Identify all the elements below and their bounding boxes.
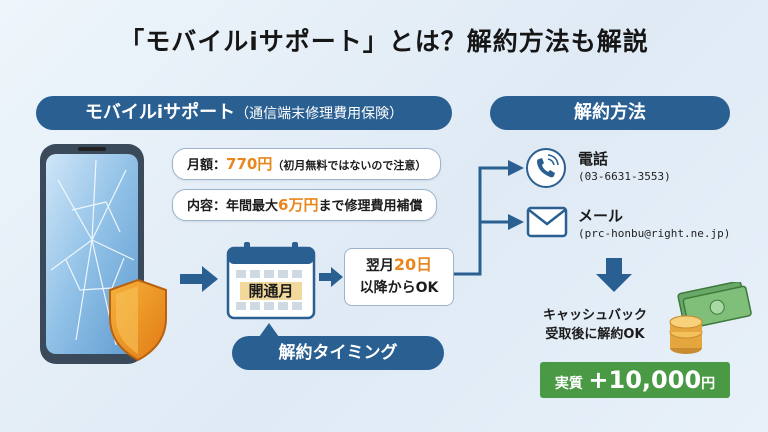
coverage-rest: まで修理費用補償: [318, 199, 423, 214]
cashback-line2: 受取後に解約OK: [545, 327, 645, 342]
page-title: 「モバイルiサポート」とは？解約方法も解説: [119, 27, 649, 56]
money-icon: [669, 282, 752, 354]
phone-icon: [537, 154, 559, 178]
fee-value: 770円: [226, 155, 273, 173]
email-address: (prc-honbu@right.ne.jp): [578, 227, 731, 240]
calendar-label: 開通月: [248, 282, 294, 300]
service-name: モバイルiサポート: [84, 102, 236, 123]
fee-note: （初月無料ではないので注意）: [272, 159, 427, 172]
cancel-method-header: 解約方法: [490, 96, 730, 130]
cashback-line1: キャッシュバック: [542, 308, 647, 323]
arrow-up-icon: [259, 323, 279, 337]
timing-header: 解約タイミング: [232, 336, 444, 370]
timing-day: 20日: [393, 255, 433, 274]
arrow-right-icon: [180, 266, 218, 292]
timing-line1: 翌月20日: [345, 254, 453, 277]
calendar: 開通月: [226, 240, 316, 320]
email-title: メール: [578, 207, 624, 225]
connector-lines: [454, 160, 524, 276]
timing-prefix: 翌月: [365, 258, 394, 274]
phone-number: (03-6631-3553): [578, 170, 671, 183]
mail-icon: [526, 206, 568, 238]
service-subtitle: （通信端末修理費用保険）: [235, 106, 404, 122]
phone-title: 電話: [578, 150, 609, 168]
result-unit: 円: [701, 376, 716, 392]
net-result-banner: 実質 +10,000円: [540, 362, 730, 398]
timing-line2: 以降からOK: [359, 280, 439, 296]
monthly-fee-bubble: 月額：770円（初月無料ではないので注意）: [172, 148, 442, 180]
fee-label: 月額：: [187, 158, 227, 173]
cashback-note: キャッシュバック 受取後に解約OK: [520, 306, 670, 344]
cracked-phone-icon: [40, 144, 167, 364]
coverage-value: 6万円: [278, 196, 319, 214]
result-amount: +10,000: [588, 366, 702, 394]
result-label: 実質: [554, 376, 583, 392]
coverage-bubble: 内容：年間最大6万円まで修理費用補償: [172, 189, 438, 221]
coverage-label: 内容：年間最大: [187, 199, 279, 214]
phone-icon-circle: [526, 148, 566, 188]
arrow-right-small-icon: [319, 267, 343, 287]
service-header: モバイルiサポート（通信端末修理費用保険）: [36, 96, 452, 130]
timing-box: 翌月20日 以降からOK: [344, 248, 454, 306]
arrow-down-icon: [596, 258, 632, 292]
calendar-icon: [226, 242, 316, 320]
